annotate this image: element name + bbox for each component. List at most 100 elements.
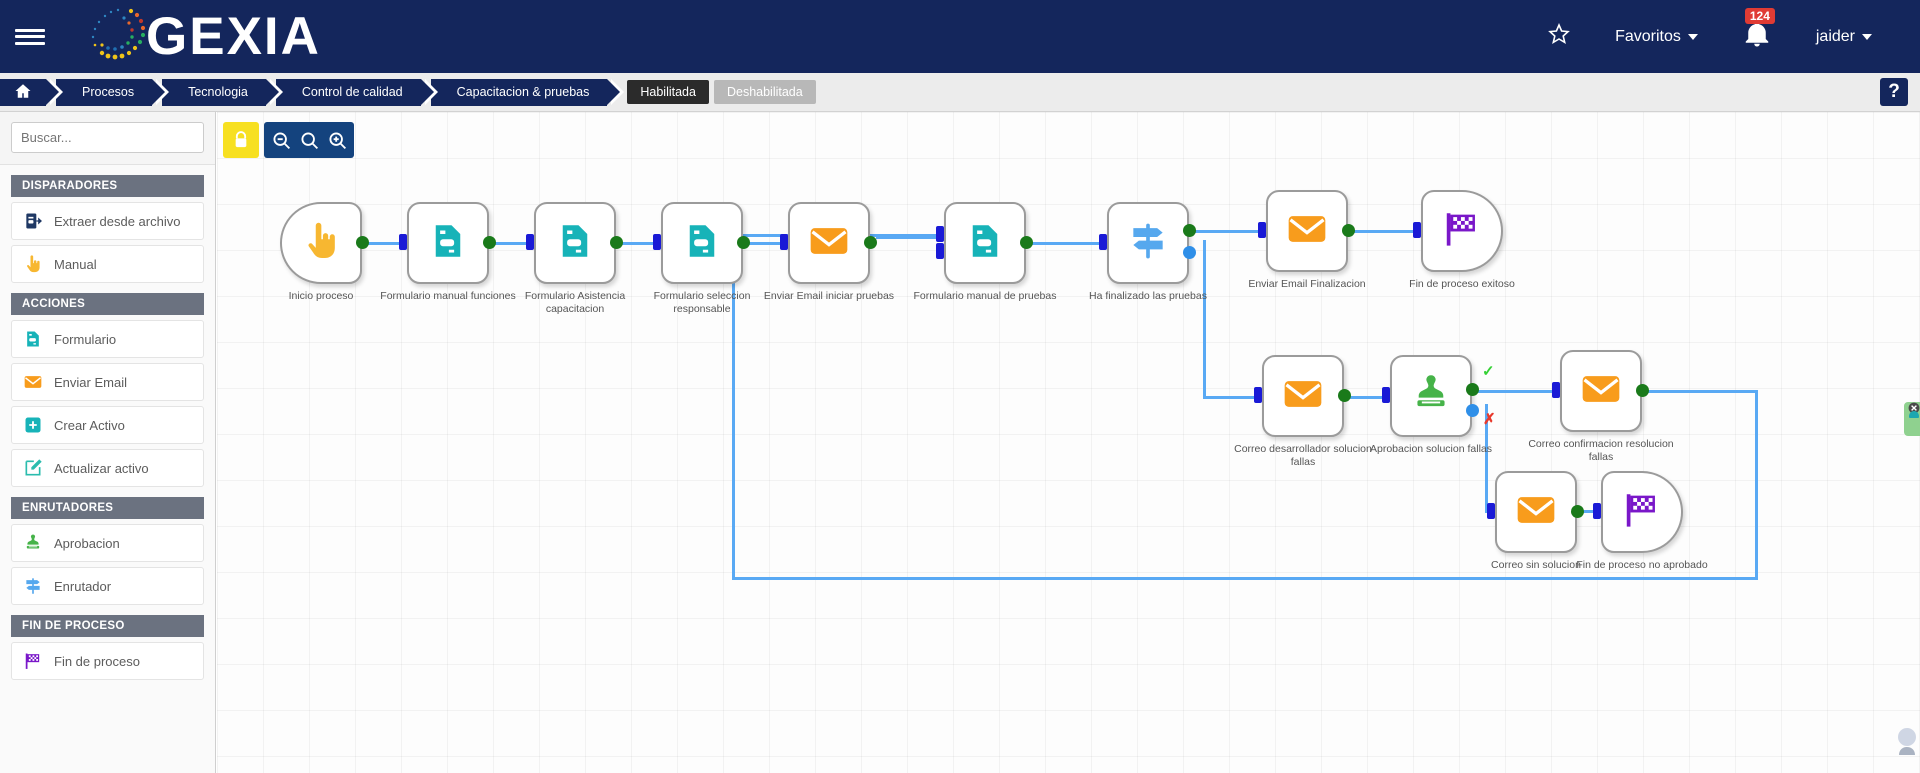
node-correo-sin-solucion[interactable]: Correo sin solucion xyxy=(1487,471,1584,571)
node-output-port[interactable] xyxy=(610,236,623,249)
node-correo-confirmacion-resolucion-fallas[interactable]: Correo confirmacion resolucion fallas xyxy=(1528,350,1674,463)
node-box[interactable] xyxy=(1495,471,1577,553)
breadcrumb-item-control-de-calidad[interactable]: Control de calidad xyxy=(275,78,438,106)
node-ha-finalizado-las-pruebas[interactable]: Ha finalizado las pruebas xyxy=(1089,202,1207,302)
palette-item-aprobacion[interactable]: Aprobacion xyxy=(11,524,204,562)
node-box[interactable] xyxy=(1390,355,1472,437)
breadcrumb-home[interactable] xyxy=(0,78,63,106)
palette-item-manual[interactable]: Manual xyxy=(11,245,204,283)
node-input-port[interactable] xyxy=(1382,387,1390,403)
node-output-port[interactable] xyxy=(1020,236,1033,249)
palette-item-label: Formulario xyxy=(54,331,117,347)
node-input-port[interactable] xyxy=(1552,382,1560,398)
node-input-port[interactable] xyxy=(653,234,661,250)
node-output-port[interactable] xyxy=(1342,224,1355,237)
form-icon xyxy=(681,220,723,267)
state-deshabilitada-button[interactable]: Deshabilitada xyxy=(713,80,816,104)
node-input-port[interactable] xyxy=(1413,222,1421,238)
node-output-port[interactable] xyxy=(1338,389,1351,402)
breadcrumb-item-procesos[interactable]: Procesos xyxy=(56,78,170,106)
node-box[interactable] xyxy=(1266,190,1348,272)
node-box[interactable] xyxy=(534,202,616,284)
node-output-port-false[interactable] xyxy=(1183,246,1196,259)
favorites-star-button[interactable] xyxy=(1525,0,1593,73)
node-label: Enviar Email Finalizacion xyxy=(1248,278,1366,290)
workflow-canvas[interactable]: Inicio proceso Formulario manual funcion… xyxy=(217,112,1920,773)
node-box[interactable] xyxy=(944,202,1026,284)
node-output-port[interactable] xyxy=(356,236,369,249)
home-icon xyxy=(14,82,32,103)
node-box[interactable] xyxy=(280,202,362,284)
node-formulario-manual-de-pruebas[interactable]: Formulario manual de pruebas xyxy=(914,202,1057,302)
hamburger-icon[interactable] xyxy=(0,0,60,73)
node-fin-de-proceso-exitoso[interactable]: Fin de proceso exitoso xyxy=(1409,190,1515,290)
node-input-port[interactable] xyxy=(399,234,407,250)
node-input-port[interactable] xyxy=(1254,387,1262,403)
zoom-fit-icon[interactable] xyxy=(295,122,323,158)
edge-n11-rejected-down xyxy=(1485,404,1488,511)
node-box[interactable] xyxy=(1560,350,1642,432)
palette-item-crear-activo[interactable]: Crear Activo xyxy=(11,406,204,444)
node-aprobacion-solucion-fallas[interactable]: ✓ ✗ Aprobacion solucion fallas xyxy=(1370,355,1496,455)
node-box[interactable] xyxy=(1601,471,1683,553)
notifications-button[interactable]: 124 xyxy=(1720,0,1794,73)
node-enviar-email-iniciar-pruebas[interactable]: Enviar Email iniciar pruebas xyxy=(764,202,894,302)
node-output-port[interactable] xyxy=(1636,384,1649,397)
node-box[interactable] xyxy=(1421,190,1503,272)
node-box[interactable] xyxy=(788,202,870,284)
node-input-port-secondary[interactable] xyxy=(936,243,944,259)
zoom-in-icon[interactable] xyxy=(323,122,351,158)
zoom-out-icon[interactable] xyxy=(267,122,295,158)
help-button[interactable]: ? xyxy=(1880,78,1908,106)
node-box[interactable] xyxy=(407,202,489,284)
chevron-down-icon xyxy=(1862,33,1872,40)
palette-item-actualizar-activo[interactable]: Actualizar activo xyxy=(11,449,204,487)
node-box[interactable] xyxy=(1262,355,1344,437)
padlock-icon[interactable] xyxy=(223,122,259,158)
node-output-port[interactable] xyxy=(864,236,877,249)
palette-item-enrutador[interactable]: Enrutador xyxy=(11,567,204,605)
node-formulario-manual-funciones[interactable]: Formulario manual funciones xyxy=(380,202,516,302)
node-input-port[interactable] xyxy=(1593,503,1601,519)
breadcrumb-bar: Procesos Tecnologia Control de calidad C… xyxy=(0,73,1920,112)
node-input-port[interactable] xyxy=(1487,503,1495,519)
state-habilitada-button[interactable]: Habilitada xyxy=(627,80,709,104)
node-output-port-rejected[interactable] xyxy=(1466,404,1479,417)
user-menu[interactable]: jaider xyxy=(1794,0,1894,73)
palette-item-label: Actualizar activo xyxy=(54,460,149,476)
edge-n6-n7 xyxy=(1032,242,1113,245)
node-output-port[interactable] xyxy=(737,236,750,249)
node-output-port-approved[interactable] xyxy=(1466,383,1479,396)
node-output-port[interactable] xyxy=(1571,505,1584,518)
canvas-widget-badge[interactable] xyxy=(1904,402,1920,436)
breadcrumb-item-capacitacion-pruebas[interactable]: Capacitacion & pruebas xyxy=(430,78,625,106)
node-output-port[interactable] xyxy=(483,236,496,249)
palette-item-enviar-email[interactable]: Enviar Email xyxy=(11,363,204,401)
node-input-port[interactable] xyxy=(526,234,534,250)
node-inicio-proceso[interactable]: Inicio proceso xyxy=(280,202,369,302)
palette-item-fin-de-proceso[interactable]: Fin de proceso xyxy=(11,642,204,680)
breadcrumb-item-tecnologia[interactable]: Tecnologia xyxy=(162,78,283,106)
node-correo-desarrollador-solucion-fallas[interactable]: Correo desarrollador solucion fallas xyxy=(1234,355,1372,468)
envelope-icon xyxy=(807,219,851,268)
node-formulario-asistencia-capacitacion[interactable]: Formulario Asistencia capacitacion xyxy=(525,202,625,315)
node-output-port-true[interactable] xyxy=(1183,224,1196,237)
node-input-port[interactable] xyxy=(1099,234,1107,250)
checkered-flag-icon xyxy=(22,650,44,672)
node-input-port[interactable] xyxy=(780,234,788,250)
node-formulario-seleccion-responsable[interactable]: Formulario seleccion responsable xyxy=(653,202,750,315)
node-fin-de-proceso-no-aprobado[interactable]: Fin de proceso no aprobado xyxy=(1576,471,1708,571)
canvas-widget-avatar[interactable] xyxy=(1890,725,1920,759)
brand-logo[interactable]: GEXIA xyxy=(80,6,321,68)
node-input-port-primary[interactable] xyxy=(936,226,944,242)
palette-item-formulario[interactable]: Formulario xyxy=(11,320,204,358)
node-box[interactable] xyxy=(661,202,743,284)
palette-item-extraer-desde-archivo[interactable]: Extraer desde archivo xyxy=(11,202,204,240)
search-input[interactable] xyxy=(11,122,204,153)
node-box[interactable] xyxy=(1107,202,1189,284)
favorites-menu[interactable]: Favoritos xyxy=(1593,0,1720,73)
node-enviar-email-finalizacion[interactable]: Enviar Email Finalizacion xyxy=(1248,190,1366,290)
palette-item-label: Extraer desde archivo xyxy=(54,213,181,229)
node-input-port[interactable] xyxy=(1258,222,1266,238)
envelope-icon xyxy=(1281,372,1325,421)
